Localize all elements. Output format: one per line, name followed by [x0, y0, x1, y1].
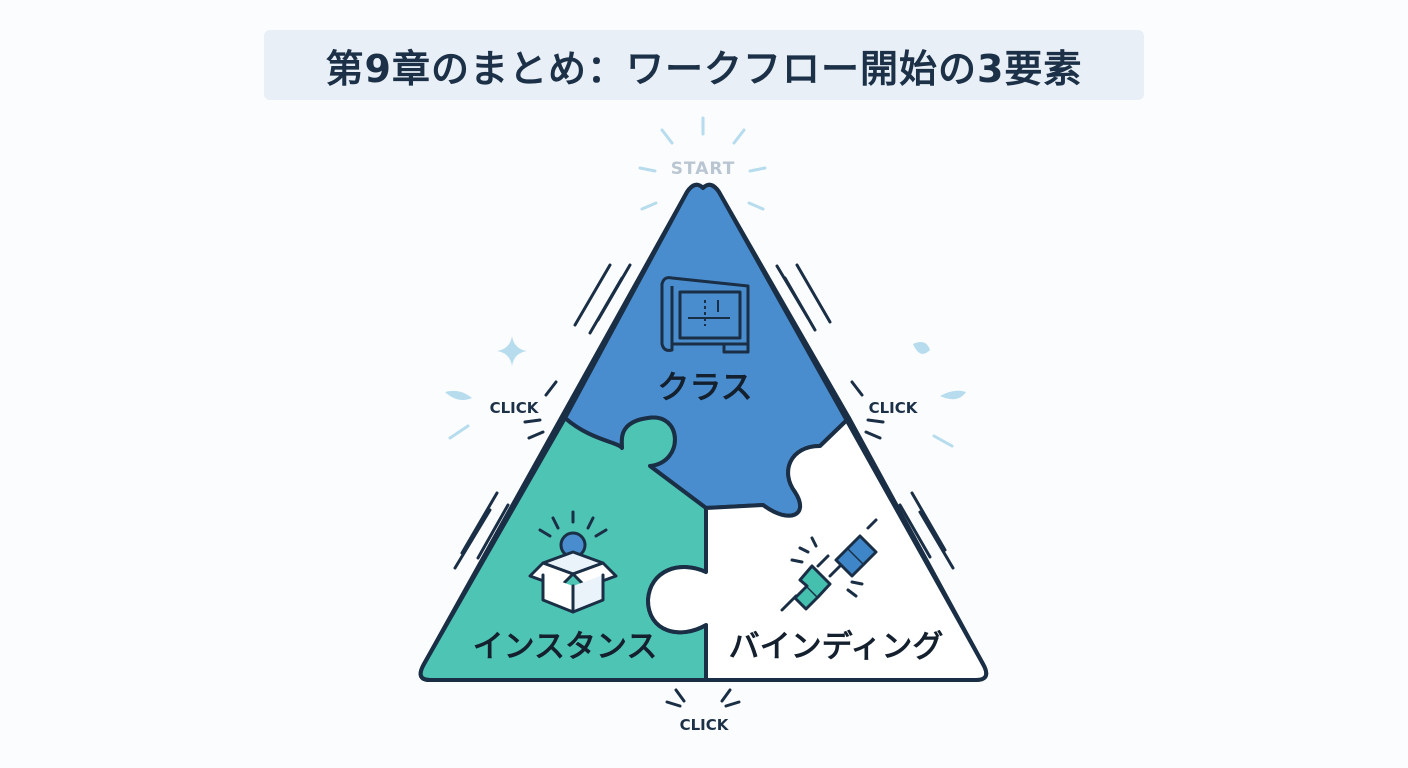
click-burst-marks	[523, 380, 885, 708]
label-class: クラス	[657, 368, 752, 406]
sparkle-icon	[497, 336, 527, 366]
triangle-outline	[418, 182, 989, 682]
page-title: 第9章のまとめ：ワークフロー開始の3要素	[325, 46, 1083, 91]
accent-bursts	[445, 342, 966, 448]
start-label: START	[671, 159, 736, 179]
click-label-bottom: CLICK	[680, 716, 730, 734]
label-binding: バインディング	[729, 629, 944, 665]
label-instance: インスタンス	[473, 629, 658, 665]
click-label-right: CLICK	[869, 399, 919, 417]
title-banner: 第9章のまとめ：ワークフロー開始の3要素	[264, 30, 1144, 100]
click-label-left: CLICK	[490, 399, 540, 417]
plug-connector-icon	[780, 518, 878, 612]
blueprint-icon	[660, 276, 750, 354]
start-burst	[638, 116, 767, 211]
open-box-icon	[528, 510, 618, 614]
motion-lines	[453, 263, 955, 570]
